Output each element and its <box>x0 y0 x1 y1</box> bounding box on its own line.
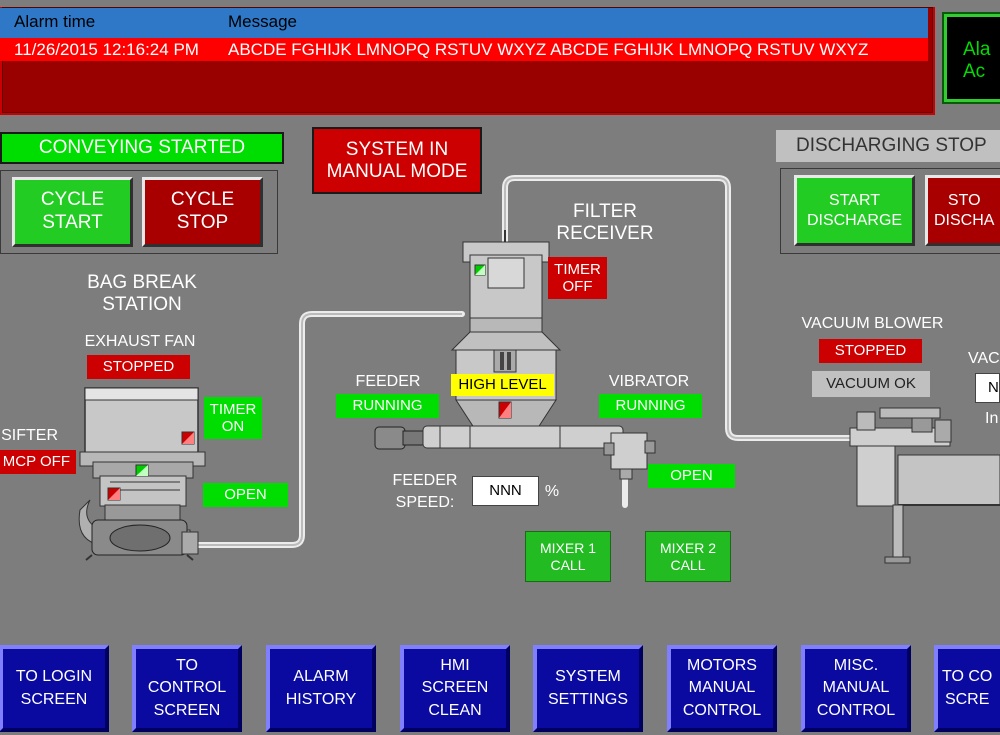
alarm-row[interactable]: 11/26/2015 12:16:24 PM ABCDE FGHIJK LMNO… <box>0 38 928 61</box>
nav-to-login-screen-button[interactable]: TO LOGIN SCREEN <box>0 645 109 732</box>
nav-motors-manual-control-button[interactable]: MOTORS MANUAL CONTROL <box>667 645 777 732</box>
nav-alarm-history-button[interactable]: ALARM HISTORY <box>266 645 376 732</box>
discharge-status-indicator: DISCHARGING STOP <box>776 130 1000 162</box>
bag-station-valve-status: OPEN <box>203 483 288 507</box>
alarm-acknowledge-label: Ala Ac <box>963 39 991 82</box>
feeder-screw-equipment <box>374 425 656 480</box>
feeder-label: FEEDER <box>355 373 421 390</box>
vibrator-status: RUNNING <box>599 394 702 418</box>
vibrator-valve-status: OPEN <box>648 464 735 488</box>
alarm-row-message: ABCDE FGHIJK LMNOPQ RSTUV WXYZ ABCDE FGH… <box>228 40 869 59</box>
sifter-status: MCP OFF <box>0 450 76 474</box>
feeder-status: RUNNING <box>336 394 439 418</box>
nav-misc-manual-control-button[interactable]: MISC. MANUAL CONTROL <box>801 645 911 732</box>
mixer-2-call-button[interactable]: MIXER 2 CALL <box>645 531 731 582</box>
bag-break-station-equipment <box>78 387 206 561</box>
nav-to-control-screen-button[interactable]: TO CONTROL SCREEN <box>132 645 242 732</box>
vacuum-ok-status: VACUUM OK <box>812 371 930 397</box>
feeder-speed-label: FEEDER SPEED: <box>392 472 458 512</box>
bag-station-timer-status: TIMER ON <box>204 397 262 439</box>
discharge-controls-group <box>780 168 1000 254</box>
alarm-acknowledge-button[interactable]: Ala Ac <box>944 14 1000 102</box>
system-mode-indicator: SYSTEM IN MANUAL MODE <box>312 127 482 194</box>
exhaust-fan-label: EXHAUST FAN <box>84 333 196 350</box>
exhaust-fan-status: STOPPED <box>87 355 190 379</box>
conveying-status-indicator: CONVEYING STARTED <box>0 132 284 164</box>
feeder-speed-unit: % <box>544 483 560 500</box>
vacuum-level-unit: In <box>985 410 999 427</box>
alarm-banner-header: Alarm time Message <box>0 8 928 38</box>
filter-receiver-title: FILTER RECEIVER <box>556 201 654 244</box>
vibrator-label: VIBRATOR <box>608 373 690 390</box>
vacuum-blower-status: STOPPED <box>819 339 922 363</box>
cycle-controls-group <box>0 170 278 254</box>
alarm-time-column-header: Alarm time <box>14 12 96 31</box>
mixer-1-call-button[interactable]: MIXER 1 CALL <box>525 531 611 582</box>
filter-receiver-equipment <box>450 230 562 441</box>
nav-hmi-screen-clean-button[interactable]: HMI SCREEN CLEAN <box>400 645 510 732</box>
nav-to-co-screen-button[interactable]: TO CO SCRE <box>934 645 1000 732</box>
nav-system-settings-button[interactable]: SYSTEM SETTINGS <box>533 645 643 732</box>
cycle-start-button[interactable]: CYCLE START <box>12 177 133 247</box>
filter-receiver-high-level-status: HIGH LEVEL <box>451 374 554 396</box>
cycle-stop-button[interactable]: CYCLE STOP <box>142 177 263 247</box>
alarm-row-time: 11/26/2015 12:16:24 PM <box>14 40 199 59</box>
bag-break-station-title: BAG BREAK STATION <box>87 272 197 315</box>
stop-discharge-button[interactable]: STO DISCHA <box>925 175 1000 246</box>
alarm-message-column-header: Message <box>228 12 297 31</box>
vacuum-level-label: VAC <box>968 350 1000 367</box>
start-discharge-button[interactable]: START DISCHARGE <box>794 175 915 246</box>
filter-receiver-timer-status: TIMER OFF <box>548 257 607 299</box>
feeder-speed-input[interactable]: NNN <box>472 476 539 506</box>
vacuum-level-input[interactable]: N <box>975 373 1000 403</box>
vacuum-blower-equipment <box>849 407 1000 564</box>
sifter-label-text: SIFTER <box>1 427 58 444</box>
vacuum-blower-label: VACUUM BLOWER <box>801 315 944 332</box>
